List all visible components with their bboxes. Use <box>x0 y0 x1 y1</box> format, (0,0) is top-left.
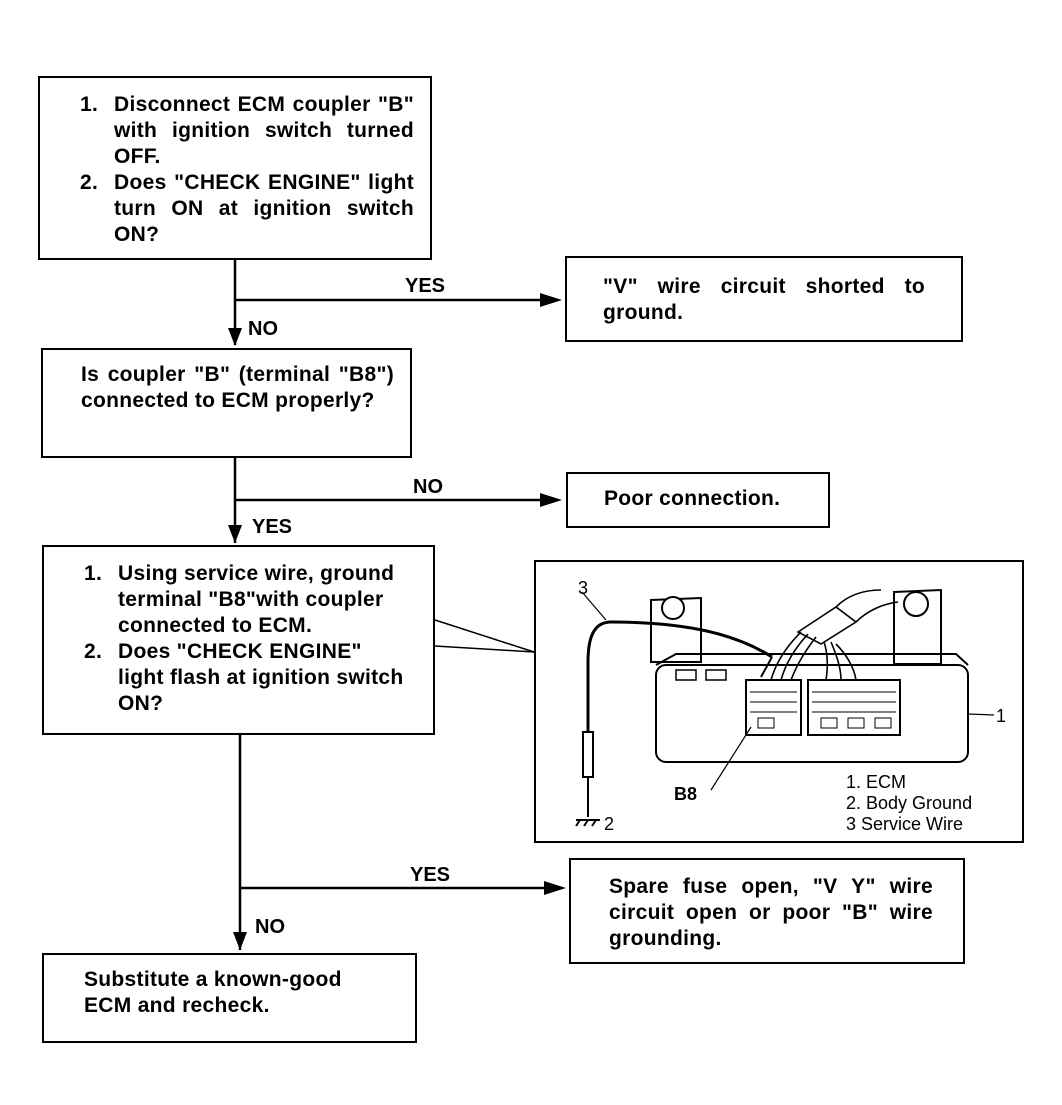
legend-item: 1. ECM <box>846 772 907 792</box>
service-wire-clip <box>582 731 594 778</box>
step-text: Does "CHECK ENGINE" light turn ON at ign… <box>114 171 414 246</box>
result-box-1: "V" wire circuit shorted to ground. <box>565 256 963 342</box>
pointer-line-top <box>434 619 535 653</box>
yes-label-1: YES <box>405 275 446 297</box>
step-list-1: 1. Disconnect ECM coupler "B" with ignit… <box>80 92 414 248</box>
no-label-2: NO <box>413 476 443 498</box>
step-3-2: 2. Does "CHECK ENGINE" light flash at ig… <box>84 639 413 717</box>
step-text: Using service wire, ground terminal "B8"… <box>118 562 395 637</box>
action-box-4: Substitute a known-good ECM and recheck. <box>42 953 417 1043</box>
step-3-1: 1. Using service wire, ground terminal "… <box>84 561 413 639</box>
step-text: Disconnect ECM coupler "B" with ignition… <box>114 93 414 168</box>
no-label-1: NO <box>248 318 278 340</box>
callout-1: 1 <box>996 706 1007 726</box>
legend-item: 3 Service Wire <box>846 814 964 834</box>
service-wire <box>586 620 773 732</box>
arrow-down-3 <box>233 932 247 950</box>
arrow-right-2 <box>540 493 562 507</box>
arrow-right-1 <box>540 293 562 307</box>
step-number: 1. <box>84 562 103 585</box>
result-text-1: "V" wire circuit shorted to ground. <box>603 275 925 324</box>
result-text-2: Poor connection. <box>604 487 781 510</box>
result-box-2: Poor connection. <box>566 472 830 528</box>
ecm-drawing <box>575 588 995 827</box>
arrow-right-3 <box>544 881 566 895</box>
step-1-2: 2. Does "CHECK ENGINE" light turn ON at … <box>80 170 414 248</box>
no-label-3: NO <box>255 916 285 938</box>
ecm-illustration-panel: 3 1 2 B8 1. ECM 2. Body Ground 3 Service… <box>534 560 1024 843</box>
step-1-1: 1. Disconnect ECM coupler "B" with ignit… <box>80 92 414 170</box>
question-text-2: Is coupler "B" (terminal "B8") connected… <box>81 363 394 412</box>
step-text: Does "CHECK ENGINE" light flash at ignit… <box>118 640 404 715</box>
legend-item: 2. Body Ground <box>846 793 973 813</box>
step-box-3: 1. Using service wire, ground terminal "… <box>42 545 435 735</box>
step-number: 2. <box>84 640 103 663</box>
step-box-1: 1. Disconnect ECM coupler "B" with ignit… <box>38 76 432 260</box>
terminal-b8-label: B8 <box>674 784 698 804</box>
action-text-4: Substitute a known-good ECM and recheck. <box>84 968 342 1017</box>
ecm-legend: 1. ECM 2. Body Ground 3 Service Wire <box>846 772 972 835</box>
pointer-line-bottom <box>434 645 535 653</box>
coupler-a <box>807 679 901 736</box>
result-text-3: Spare fuse open, "V Y" wire circuit open… <box>609 875 933 950</box>
yes-label-2: YES <box>252 516 293 538</box>
arrow-down-1 <box>228 328 242 346</box>
step-number: 1. <box>80 93 99 116</box>
yes-label-3: YES <box>410 864 451 886</box>
step-number: 2. <box>80 171 99 194</box>
result-box-3: Spare fuse open, "V Y" wire circuit open… <box>569 858 965 964</box>
body-ground-symbol <box>575 819 600 827</box>
callout-3: 3 <box>578 578 589 598</box>
callout-2: 2 <box>604 814 615 834</box>
question-box-2: Is coupler "B" (terminal "B8") connected… <box>41 348 412 458</box>
arrow-down-2 <box>228 525 242 543</box>
